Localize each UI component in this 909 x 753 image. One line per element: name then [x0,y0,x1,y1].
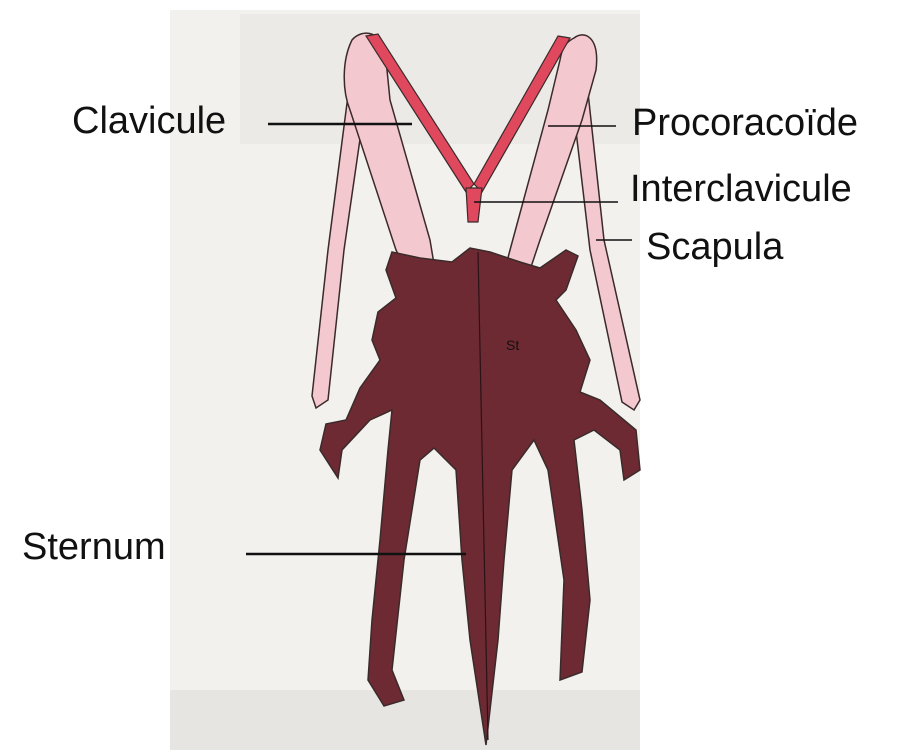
label-sternum: Sternum [22,528,166,566]
paper-bottom-strip [170,690,640,750]
label-procoracoide: Procoracoïde [632,104,858,142]
label-interclavicule: Interclavicule [630,170,852,208]
label-scapula: Scapula [646,228,783,266]
st-label: St [506,337,519,353]
label-clavicule: Clavicule [72,102,226,140]
